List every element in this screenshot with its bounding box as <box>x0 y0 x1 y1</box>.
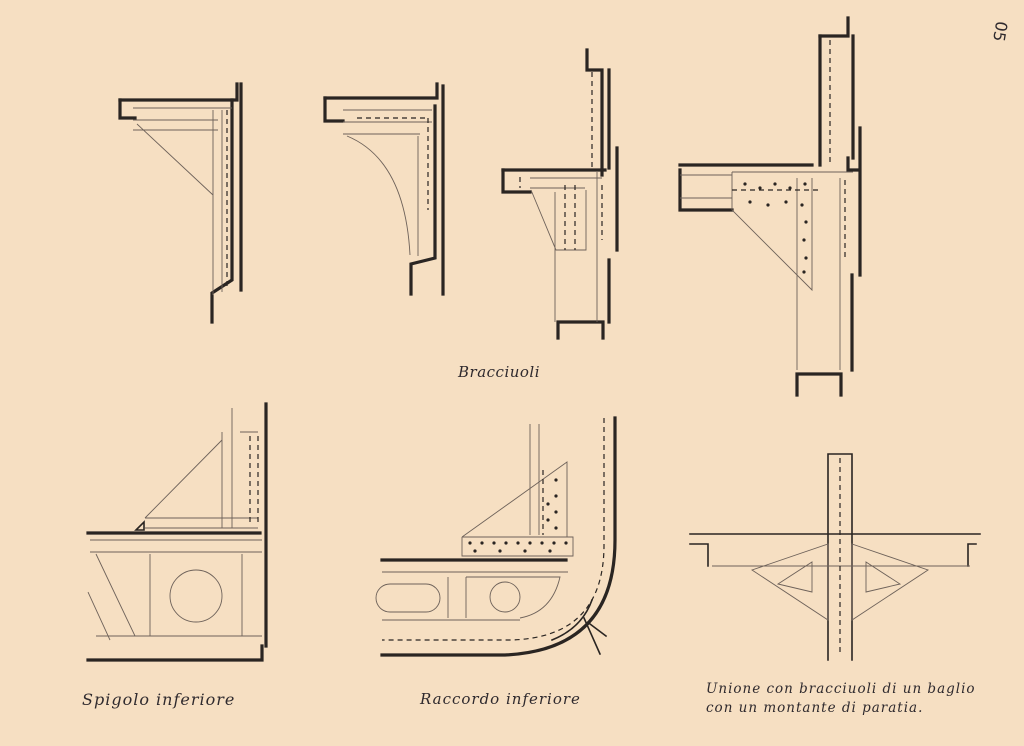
unione-label-line-2: con un montante di paratia. <box>706 700 924 716</box>
bracket-detail-1 <box>118 82 243 324</box>
raccordo-inferiore-detail <box>375 416 617 657</box>
spigolo-inferiore-label: Spigolo inferiore <box>82 690 236 709</box>
raccordo-inferiore-label: Raccordo inferiore <box>420 690 581 708</box>
bracket-detail-3 <box>501 48 619 340</box>
unione-label: Unione con bracciuoli di un baglio con u… <box>706 680 976 718</box>
unione-detail <box>689 453 981 661</box>
spigolo-inferiore-detail <box>86 402 268 662</box>
bracket-detail-4 <box>678 16 862 397</box>
page-number: 05 <box>989 19 1012 44</box>
rivet-pattern <box>743 182 808 274</box>
bracket-detail-2 <box>323 82 445 296</box>
rivet-pattern-2 <box>468 478 568 553</box>
unione-label-line-1: Unione con bracciuoli di un baglio <box>706 681 976 697</box>
bracciuoli-label: Bracciuoli <box>458 363 541 381</box>
